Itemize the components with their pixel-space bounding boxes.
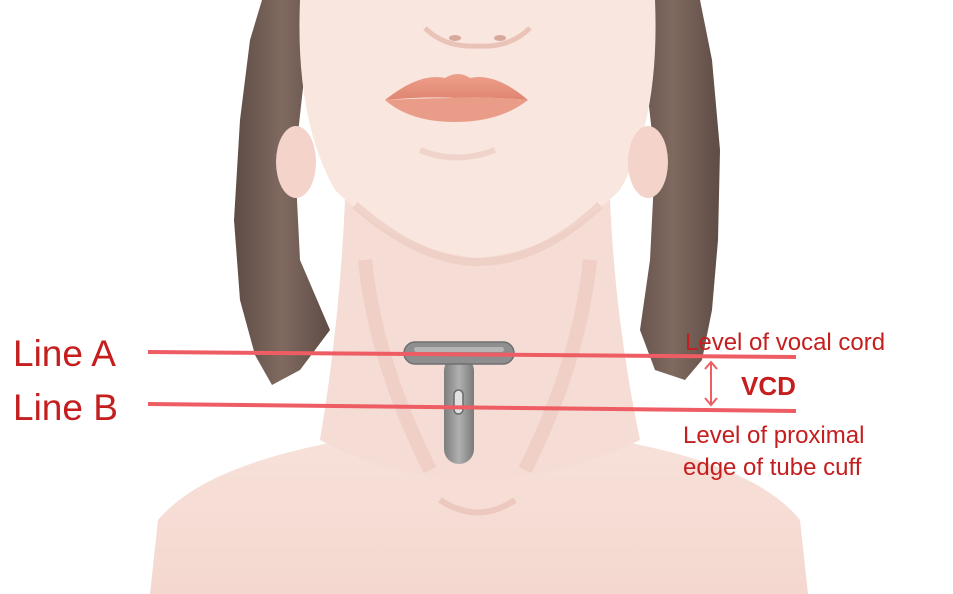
vcd-label: VCD	[741, 373, 796, 399]
line-a-label: Line A	[13, 335, 116, 372]
nostril-right	[494, 35, 506, 41]
tube-flange-highlight	[414, 347, 504, 352]
tube-cuff-level-line1: Level of proximal	[683, 420, 864, 452]
vocal-cord-level-label: Level of vocal cord	[685, 331, 885, 355]
nostril-left	[449, 35, 461, 41]
tube-cuff-level-line2: edge of tube cuff	[683, 452, 864, 484]
ear-right	[628, 126, 668, 198]
tube-slot	[454, 390, 463, 414]
ear-left	[276, 126, 316, 198]
line-b-label: Line B	[13, 389, 118, 426]
tube-cuff-level-label: Level of proximal edge of tube cuff	[683, 420, 864, 484]
vcd-arrow-icon	[705, 362, 717, 405]
